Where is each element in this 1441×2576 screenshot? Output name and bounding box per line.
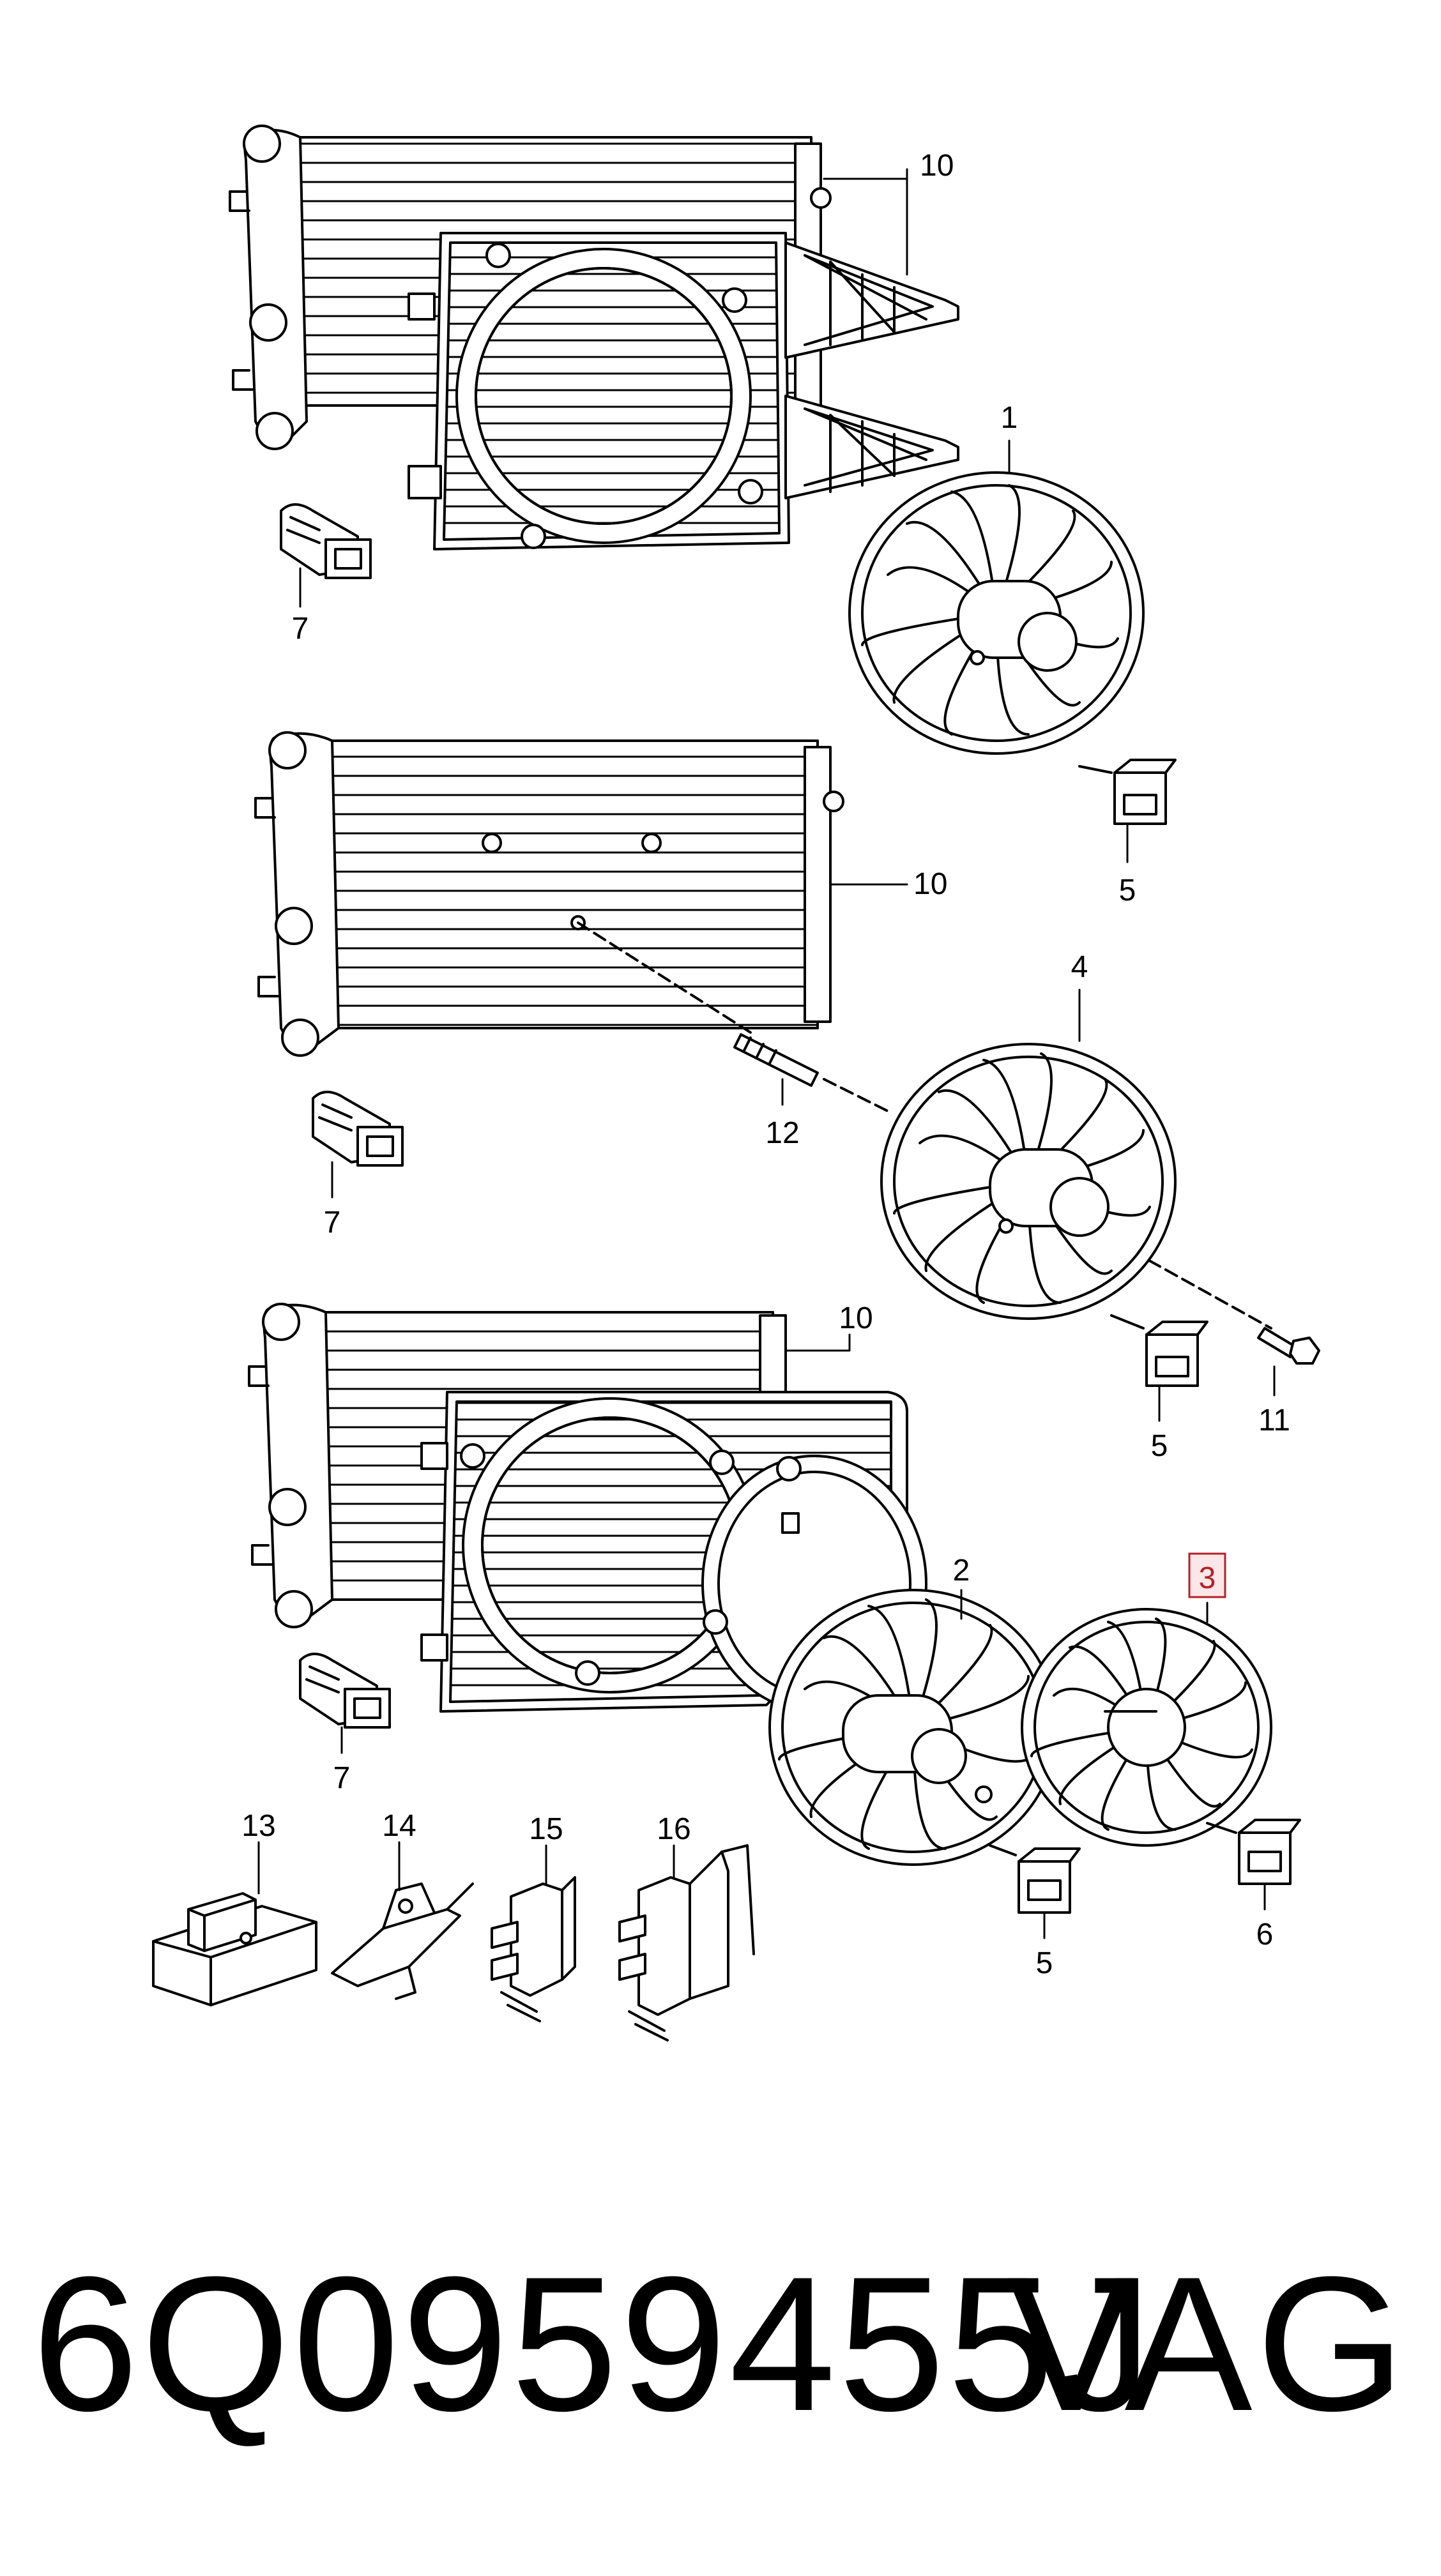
label-5-bottom: 5	[1036, 1946, 1053, 1980]
double-fan-shroud	[420, 1391, 927, 1713]
part-15-clip	[491, 1876, 576, 2022]
connector-5-bottom	[989, 1844, 1081, 1914]
fan-2	[768, 1589, 1058, 1866]
label-7-top: 7	[292, 612, 309, 646]
connector-6	[1206, 1819, 1301, 1885]
fan-shroud-top	[408, 232, 959, 550]
fan-1	[848, 471, 1145, 755]
part-16-clip	[618, 1844, 755, 2042]
label-4: 4	[1071, 950, 1088, 984]
label-3: 3	[1199, 1561, 1216, 1595]
fan-4	[880, 1043, 1177, 1320]
connector-5-top	[1078, 759, 1177, 825]
label-7-middle: 7	[324, 1206, 341, 1239]
stud-12	[733, 1033, 819, 1087]
highlight-box-part-3	[1188, 1552, 1226, 1598]
label-5-middle: 5	[1151, 1429, 1168, 1463]
temperature-sensor-7-middle	[312, 1091, 404, 1167]
label-2: 2	[953, 1554, 970, 1587]
part-14-bracket	[331, 1883, 474, 2000]
bolt-11	[1257, 1327, 1320, 1365]
leader-lines	[257, 168, 1276, 1939]
label-14: 14	[382, 1809, 416, 1843]
label-10-middle: 10	[913, 867, 947, 901]
fan-3	[1021, 1608, 1272, 1847]
label-11: 11	[1258, 1404, 1290, 1437]
label-13: 13	[241, 1809, 275, 1843]
label-1: 1	[1001, 401, 1018, 435]
exploded-parts-diagram: 10 1 7 5 10 4 12 7 10 5 11 2 3 7 5 6 13 …	[152, 125, 1320, 2042]
brand-name: VAG	[1007, 2236, 1409, 2451]
part-labels: 10 1 7 5 10 4 12 7 10 5 11 2 3 7 5 6 13 …	[241, 149, 1290, 1980]
part-number: 6Q0959455J	[32, 2236, 1155, 2451]
temperature-sensor-7-top	[280, 503, 372, 579]
label-6: 6	[1256, 1918, 1274, 1951]
connector-5-middle	[1110, 1314, 1208, 1387]
label-5-top: 5	[1119, 874, 1136, 907]
footer: 6Q0959455J VAG	[0, 2235, 1441, 2452]
label-16: 16	[657, 1812, 690, 1846]
label-10-top: 10	[920, 149, 954, 183]
part-13-block	[152, 1892, 317, 2006]
label-12: 12	[765, 1116, 799, 1150]
temperature-sensor-7-bottom	[299, 1653, 391, 1729]
label-10-bottom: 10	[839, 1301, 873, 1335]
radiator-middle	[254, 731, 844, 1057]
label-15: 15	[529, 1812, 563, 1846]
label-7-bottom: 7	[333, 1761, 351, 1795]
